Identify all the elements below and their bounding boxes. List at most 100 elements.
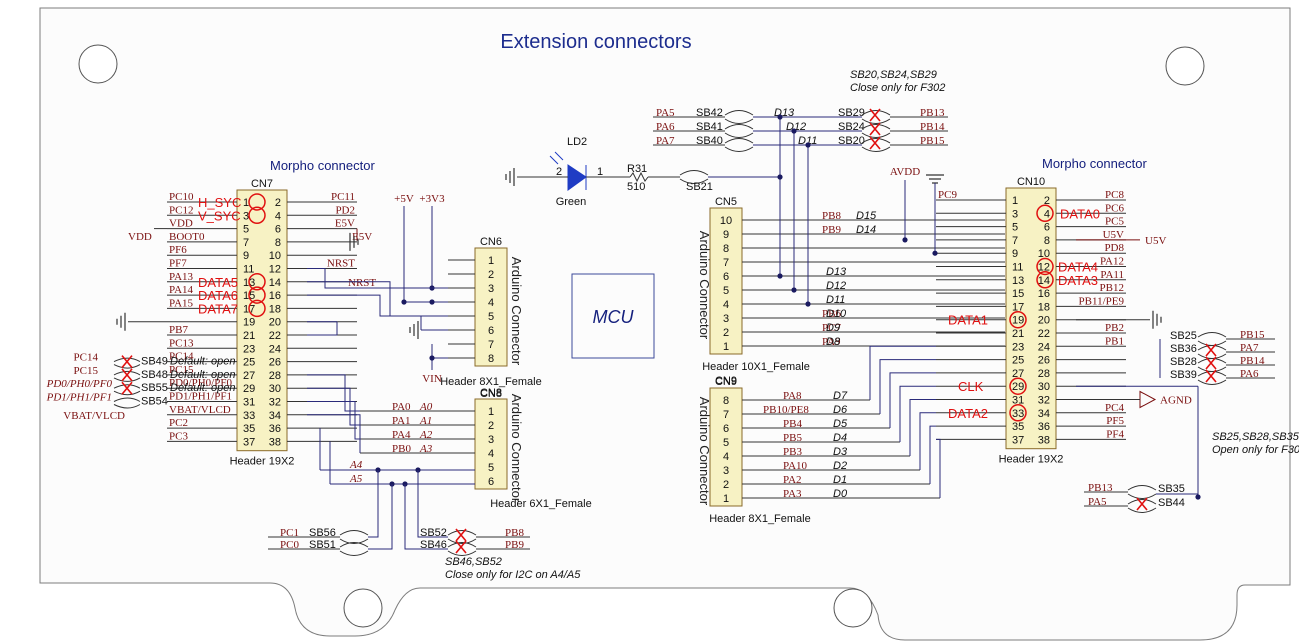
net-label: PB13: [920, 107, 945, 119]
pin-number: 5: [723, 437, 729, 449]
wire: [879, 359, 936, 414]
net-label-left: PC13: [169, 337, 194, 349]
solder-bridge-label: SB55: [141, 382, 168, 394]
junction-dot: [932, 250, 938, 256]
pin-number-right: 14: [269, 277, 281, 289]
pin-number-right: 26: [1038, 355, 1050, 367]
net-label-left: PC12: [169, 204, 193, 216]
solder-bridge-label: SB29: [838, 107, 865, 119]
net-label: PC1: [280, 527, 299, 539]
pin-number-right: 36: [1038, 421, 1050, 433]
pin-number-right: 24: [1038, 341, 1050, 353]
net-label-right: PB12: [1100, 282, 1124, 294]
net-label-right: PF5: [1106, 415, 1124, 427]
red-annotation: H_SYC: [198, 195, 241, 210]
pin-number-left: 3: [1012, 208, 1018, 220]
red-annotation: V_SYC: [198, 208, 241, 223]
pin-highlight-circle: [248, 206, 266, 225]
pin-number-left: 1: [1012, 195, 1018, 207]
pin-number: 4: [488, 448, 494, 460]
net-label: PA8: [783, 390, 802, 402]
pin-number: 1: [723, 341, 729, 353]
pin-highlight-circle: [248, 286, 266, 304]
removed-jumper-mark: [1205, 356, 1217, 370]
net-label-left: PB7: [169, 324, 188, 336]
pin-number: 2: [488, 269, 494, 281]
pin-number: 2: [723, 327, 729, 339]
pin-number-left: 33: [1012, 408, 1024, 420]
net-label: PA3: [783, 488, 802, 500]
pin-number-left: 29: [1012, 381, 1024, 393]
pin-number-left: 27: [1012, 368, 1024, 380]
pin-number-right: 2: [275, 197, 281, 209]
connector-body: [236, 189, 288, 452]
page-title: Extension connectors: [500, 31, 691, 53]
connector-footer: Header 19X2: [230, 456, 295, 468]
junction-dot: [777, 174, 783, 180]
connector-side-label: Arduino Connector: [697, 231, 712, 340]
solder-bridge-symbol: [861, 138, 891, 152]
signal-label: D9: [826, 322, 840, 334]
led-pin-num: 1: [597, 166, 603, 178]
net-label-right: PC8: [1105, 189, 1124, 201]
red-annotation: DATA3: [1058, 273, 1098, 288]
pin-number: 7: [488, 339, 494, 351]
net-label: PA2: [783, 474, 802, 486]
wire: [307, 374, 360, 412]
pin-number-left: 31: [243, 397, 255, 409]
pin-number: 6: [488, 325, 494, 337]
solder-bridge-label: SB42: [696, 107, 723, 119]
ground-symbol: [409, 321, 419, 339]
note-line: SB25,SB28,SB35: [1212, 431, 1299, 443]
solder-bridge-symbol: [113, 397, 141, 409]
led-pin-num: 2: [556, 166, 562, 178]
net-label-left: PC10: [169, 191, 194, 203]
e5v-label: E5V: [352, 231, 372, 243]
ground-symbol: [349, 232, 359, 251]
pin-number-right: 16: [1038, 288, 1050, 300]
net-label: PB4: [783, 418, 802, 430]
wire: [919, 412, 936, 470]
solder-bridge-label: SB46: [420, 539, 447, 551]
morpho-heading: Morpho connector: [1042, 156, 1147, 171]
pin-number-left: 15: [1012, 288, 1024, 300]
pin-number-right: 6: [1044, 222, 1050, 234]
pin-number-left: 21: [1012, 328, 1024, 340]
net-label: PB9: [822, 224, 841, 236]
solder-bridge-symbol: [1127, 499, 1157, 513]
pin-number: 3: [723, 465, 729, 477]
pin-number-left: 1: [243, 197, 249, 209]
pin-number-left: 19: [1012, 315, 1024, 327]
connector-ref: CN6: [480, 236, 502, 248]
net-label: PB15: [1240, 329, 1265, 341]
pin-number-right: 6: [275, 224, 281, 236]
pin-number: 3: [488, 283, 494, 295]
pin-number-left: 13: [1012, 275, 1024, 287]
net-label-right: PD8: [1104, 242, 1124, 254]
pin-number-left: 9: [243, 250, 249, 262]
pin-number: 5: [488, 462, 494, 474]
pin-number: 4: [488, 297, 494, 309]
pin-number-right: 8: [1044, 235, 1050, 247]
removed-jumper-mark: [121, 355, 133, 369]
solder-bridge-label: SB35: [1158, 483, 1185, 495]
signal-label: A0: [419, 401, 433, 413]
red-annotation: DATA7: [198, 301, 238, 316]
wire: [307, 401, 360, 440]
net-label-left: PC3: [169, 430, 188, 442]
solder-bridge-label: SB24: [838, 121, 865, 133]
pin-number: 7: [723, 409, 729, 421]
pin-number: 6: [488, 476, 494, 488]
pin-number-right: 4: [1044, 208, 1050, 220]
pin-number-left: 27: [243, 370, 255, 382]
pin-number: 10: [720, 215, 732, 227]
mcu-label: MCU: [593, 307, 635, 327]
mount-hole-br: [833, 588, 873, 628]
pin-number-left: 17: [1012, 301, 1024, 313]
pin-number-right: 20: [1038, 315, 1050, 327]
pin-highlight-circle: [1036, 271, 1054, 289]
signal-label: A3: [419, 443, 433, 455]
connector-body: [474, 398, 508, 490]
mcu-box: [571, 273, 655, 359]
signal-label: D0: [833, 488, 848, 500]
